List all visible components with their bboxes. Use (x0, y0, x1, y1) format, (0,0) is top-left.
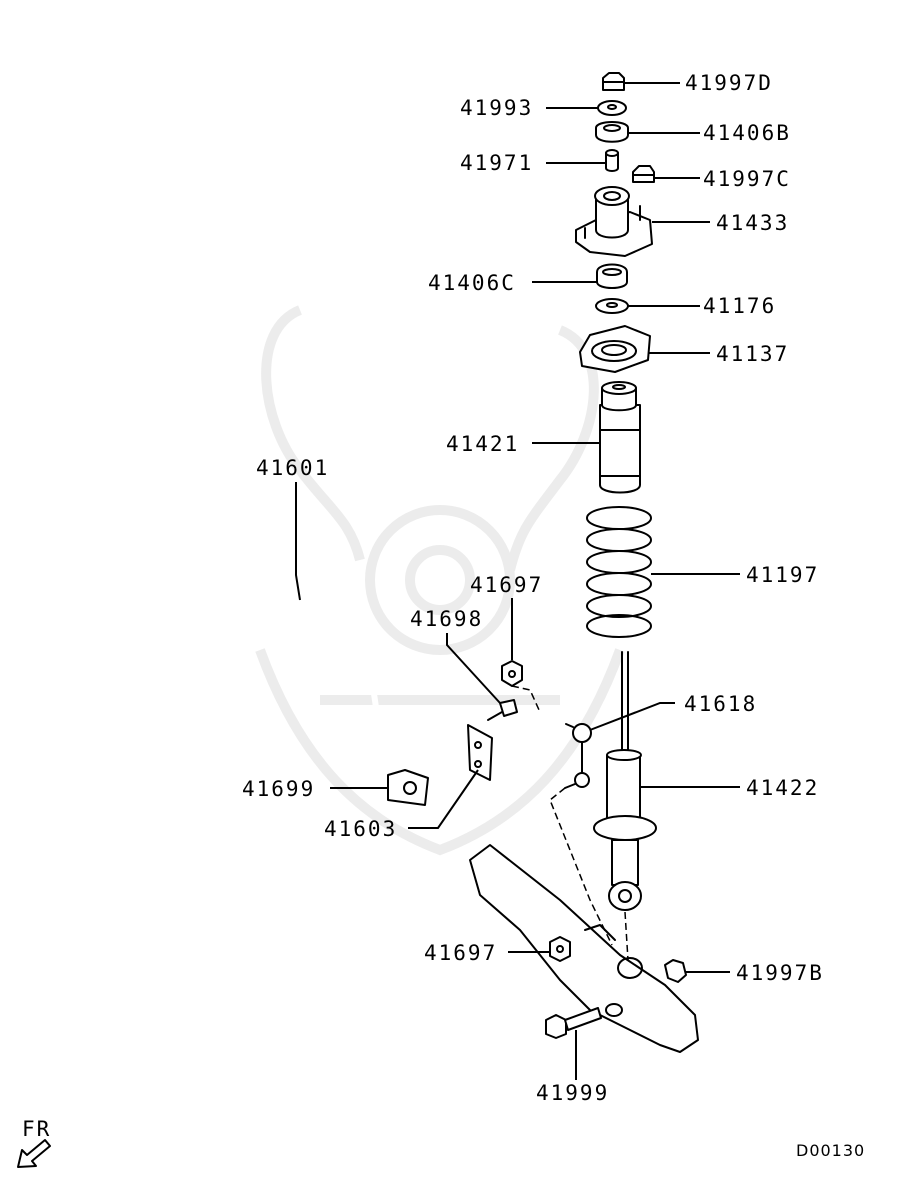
label-41999: 41999 (536, 1081, 609, 1105)
coil-spring-41197[interactable] (586, 506, 652, 638)
front-direction-indicator: FR (17, 1117, 51, 1168)
spring-seat-41137[interactable] (579, 325, 651, 373)
label-41422: 41422 (746, 776, 819, 800)
label-41406b: 41406B (703, 121, 791, 145)
leader-lines (295, 82, 740, 1080)
label-41698: 41698 (410, 607, 483, 631)
nut-41697-upper[interactable] (501, 660, 523, 687)
label-41971: 41971 (460, 151, 533, 175)
bushing-41406b[interactable] (595, 121, 629, 143)
nut-41697-lower[interactable] (549, 936, 571, 962)
flange-nut-41997d[interactable] (602, 72, 625, 91)
label-41406c: 41406C (428, 271, 516, 295)
label-41997d: 41997D (685, 71, 773, 95)
collar-41971[interactable] (605, 149, 619, 172)
washer-41993[interactable] (597, 100, 627, 116)
bushing-bracket-41603[interactable] (467, 724, 493, 781)
label-41618: 41618 (684, 692, 757, 716)
label-41993: 41993 (460, 96, 533, 120)
label-41137: 41137 (716, 342, 789, 366)
flange-nut-41997c[interactable] (632, 165, 655, 183)
shock-absorber-41422[interactable] (593, 651, 657, 911)
label-41603: 41603 (324, 817, 397, 841)
direction-label: FR (22, 1117, 51, 1141)
lower-arm (469, 844, 699, 1053)
label-41601: 41601 (256, 456, 329, 480)
label-41697-lower: 41697 (424, 941, 497, 965)
bolt-41999[interactable] (545, 1007, 602, 1039)
label-41997c: 41997C (703, 167, 791, 191)
stabilizer-bushing-41699[interactable] (387, 769, 429, 806)
label-41699: 41699 (242, 777, 315, 801)
label-41997b: 41997B (736, 961, 824, 985)
washer-41176[interactable] (595, 298, 629, 314)
assembly-guide-lines (511, 685, 629, 961)
stabilizer-bar-41601[interactable] (82, 482, 543, 793)
bolt-41698[interactable] (487, 699, 518, 721)
bushing-41406c[interactable] (596, 263, 628, 289)
label-41421: 41421 (446, 432, 519, 456)
arrow-down-left-icon (17, 1139, 51, 1168)
label-41176: 41176 (703, 294, 776, 318)
label-41197: 41197 (746, 563, 819, 587)
label-41697-upper: 41697 (470, 573, 543, 597)
label-41433: 41433 (716, 211, 789, 235)
stabilizer-link-41618[interactable] (564, 723, 592, 789)
strut-mount-41433[interactable] (575, 186, 653, 257)
flange-nut-41997b[interactable] (664, 959, 687, 983)
bump-stop-boot-41421[interactable] (599, 381, 641, 494)
diagram-code: D00130 (796, 1141, 865, 1160)
